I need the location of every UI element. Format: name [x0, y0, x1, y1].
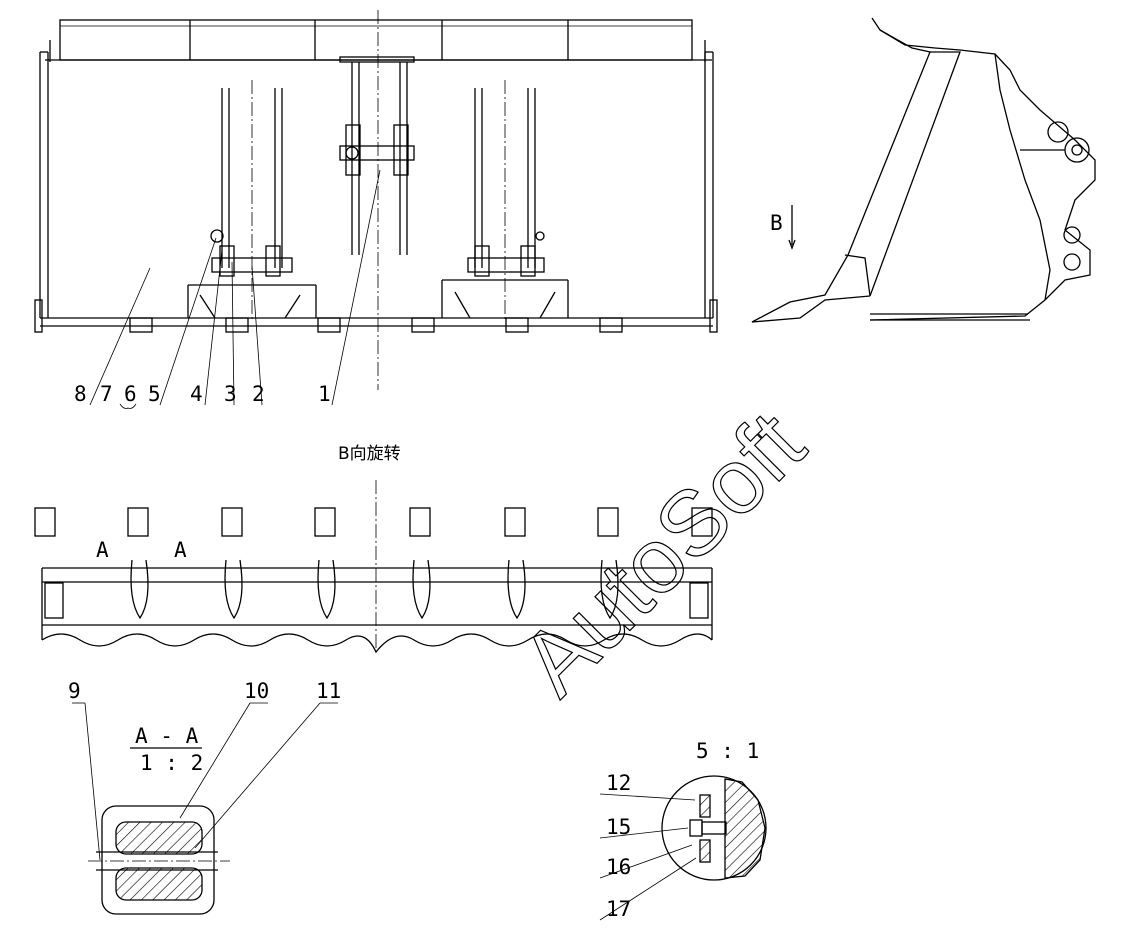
callout-2: 2 [252, 382, 265, 406]
watermark: AutoSoft [502, 393, 824, 715]
detail-callout-17: 17 [606, 897, 631, 921]
view-b: B向旋转 A A [34, 444, 713, 655]
callout-8: 8 [74, 382, 87, 406]
callout-1: 1 [318, 382, 331, 406]
section-title: A - A [135, 724, 199, 748]
detail-view: 5 : 1 12 15 16 17 [599, 739, 767, 921]
section-callout-9: 9 [68, 679, 81, 703]
detail-callout-16: 16 [606, 855, 631, 879]
side-view: B [751, 17, 1096, 323]
front-view: 8 7 6 5 4 3 2 1 [34, 10, 718, 409]
detail-callout-15: 15 [606, 815, 631, 839]
section-mark-a-right: A [174, 538, 187, 562]
section-scale: 1 : 2 [140, 751, 203, 775]
callout-3: 3 [224, 382, 237, 406]
section-a-a: A - A 1 : 2 9 10 11 [68, 679, 341, 915]
section-mark-a-left: A [96, 538, 109, 562]
section-callout-11: 11 [316, 679, 341, 703]
detail-scale: 5 : 1 [696, 739, 759, 763]
view-b-title: B向旋转 [338, 444, 401, 464]
callout-6: 6 [124, 382, 137, 406]
view-b-label: B [770, 211, 783, 235]
callout-7: 7 [100, 382, 113, 406]
callout-4: 4 [190, 382, 203, 406]
callout-5: 5 [148, 382, 161, 406]
section-callout-10: 10 [244, 679, 269, 703]
detail-callout-12: 12 [606, 771, 631, 795]
